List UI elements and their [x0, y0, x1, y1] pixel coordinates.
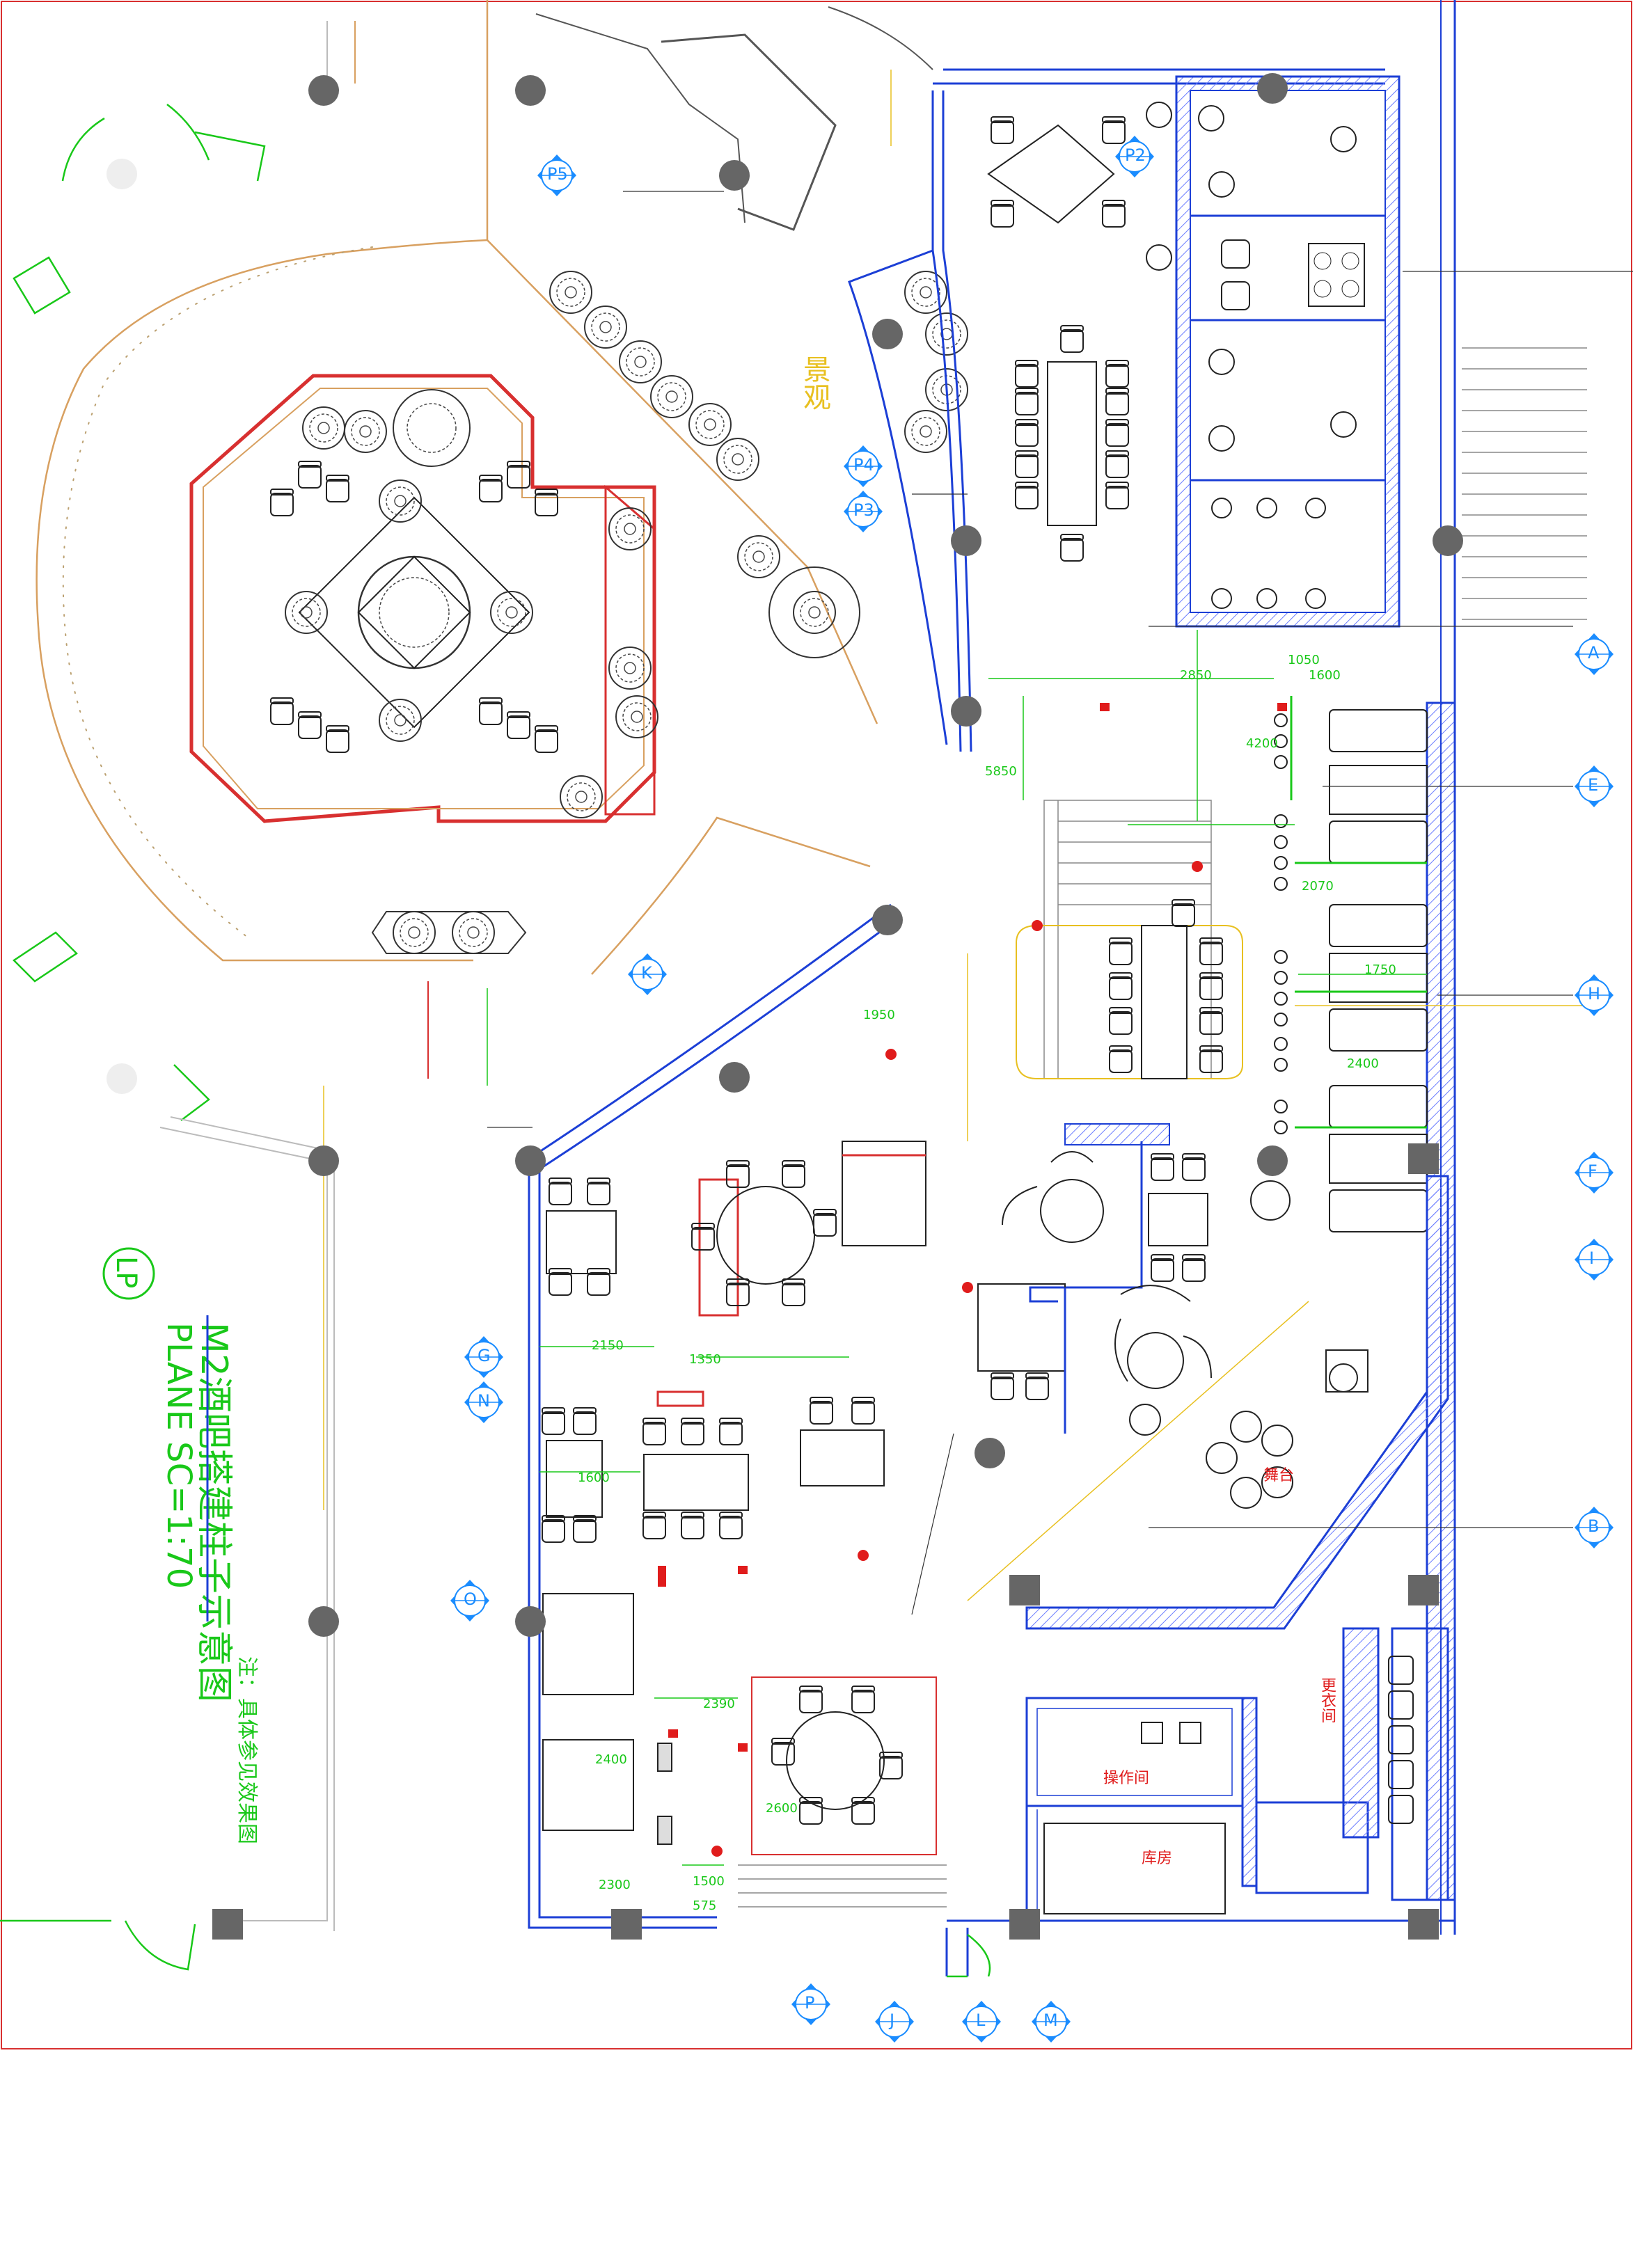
central-bar-table [1016, 899, 1243, 1079]
title-block: LP M2酒吧搭建柱子示意图 PLANE SC=1:70 [84, 1246, 237, 1702]
marker-label-B: B [1588, 1516, 1600, 1536]
lower-right-hatched-wall [1025, 1175, 1449, 1630]
marker-label-G: G [478, 1346, 491, 1365]
marker-label-P5: P5 [547, 164, 568, 184]
landscape-trees [549, 271, 968, 658]
octagon-island [189, 374, 656, 823]
dimension-2600: 2600 [766, 1801, 798, 1816]
dimension-2400b: 2400 [595, 1752, 627, 1767]
title-code: LP [110, 1256, 142, 1289]
dimension-5850: 5850 [985, 764, 1017, 779]
drawing-note: 注：具体参见效果图 [235, 1656, 259, 1844]
dimension-1950: 1950 [863, 1008, 895, 1022]
dimension-1600: 1600 [1309, 668, 1341, 683]
marker-label-O: O [464, 1589, 477, 1609]
service-rooms [1025, 1627, 1449, 1921]
dimension-1500: 1500 [693, 1874, 725, 1889]
marker-label-P4: P4 [853, 455, 874, 475]
lockers [1141, 1656, 1414, 1824]
marker-label-K: K [641, 963, 652, 983]
dimension-2400: 2400 [1347, 1056, 1379, 1071]
marker-label-L: L [976, 2011, 986, 2030]
title-code-circle [102, 1247, 155, 1300]
entry-door-bottom [947, 1934, 991, 1978]
dimension-2850: 2850 [1180, 668, 1212, 683]
entry-doors [0, 104, 266, 1971]
marker-label-I: I [1589, 1248, 1595, 1268]
room-label-operation-room: 操作间 [1103, 1770, 1150, 1787]
room-label-storage-room: 库房 [1142, 1850, 1173, 1867]
dj-stage [1206, 1180, 1368, 1509]
curved-wall-lower [528, 903, 899, 1929]
planter-box [371, 911, 527, 1079]
plane-scale: PLANE SC=1:70 [159, 1322, 198, 1589]
marker-label-A: A [1588, 643, 1600, 663]
dimension-2390: 2390 [703, 1697, 735, 1711]
marker-label-M: M [1043, 2011, 1058, 2030]
upper-dining [987, 116, 1129, 562]
lounge-area [977, 1123, 1212, 1436]
lower-stair [738, 1864, 947, 1908]
room-label-changing-room: 更衣间 [1318, 1677, 1336, 1723]
dimension-4200: 4200 [1246, 736, 1278, 751]
drawing-frame [1, 1, 1632, 2049]
dimension-2070: 2070 [1302, 879, 1334, 894]
restroom-block [1146, 75, 1401, 628]
right-stairs [1462, 347, 1587, 620]
marker-label-H: H [1588, 984, 1601, 1004]
marker-label-N: N [478, 1391, 490, 1411]
marker-label-J: J [890, 2011, 895, 2030]
entry-bollard-top [106, 159, 137, 189]
entry-bollard-bottom [106, 1063, 137, 1094]
dimension-1750: 1750 [1364, 962, 1396, 977]
dimension-1050: 1050 [1288, 653, 1320, 667]
lower-left-seating [542, 1141, 937, 1855]
marker-label-P3: P3 [853, 500, 874, 520]
marker-label-P: P [805, 1993, 815, 2013]
room-label-landscape: 景观 [798, 355, 830, 411]
dimension-1600b: 1600 [578, 1470, 610, 1485]
leader-lines [487, 191, 1633, 1615]
dimension-2150: 2150 [592, 1338, 624, 1353]
dimension-1350: 1350 [689, 1352, 721, 1367]
room-label-dance-floor: 舞台 [1263, 1467, 1295, 1484]
marker-label-E: E [1588, 775, 1599, 795]
title-underline [206, 1315, 209, 1621]
red-markers [658, 703, 1287, 1857]
marker-label-P2: P2 [1125, 145, 1146, 165]
dimension-2300: 2300 [599, 1878, 631, 1892]
bar-stools [1274, 713, 1288, 1134]
dimension-lines [487, 630, 1427, 1866]
bar-partitions [1290, 696, 1427, 1129]
marker-label-F: F [1588, 1161, 1598, 1181]
dimension-575: 575 [693, 1898, 717, 1913]
